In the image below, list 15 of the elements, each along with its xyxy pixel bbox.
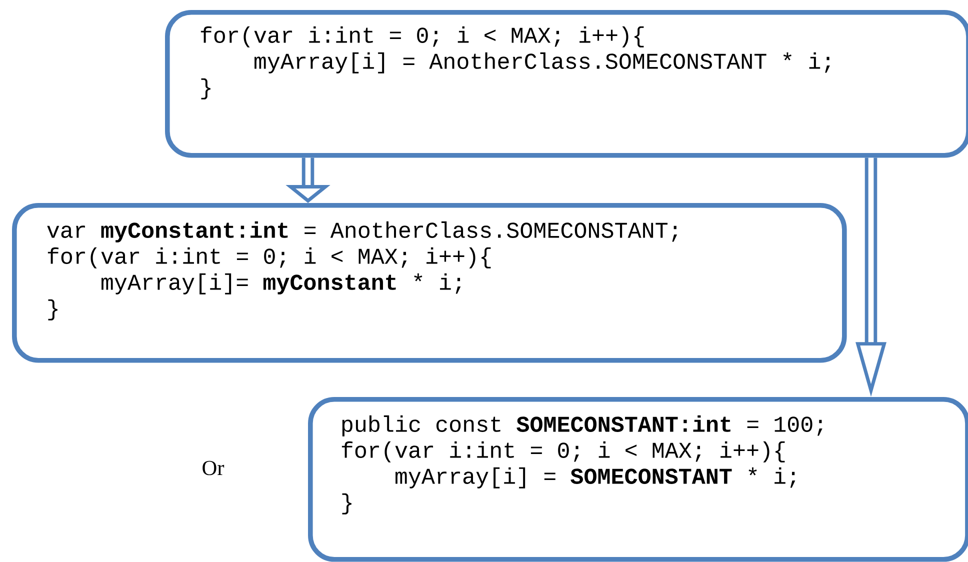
code-line: for(var i:int = 0; i < MAX; i++){ bbox=[342, 441, 785, 462]
code-box bbox=[308, 397, 968, 562]
code-line: myArray[i]= myConstant* i; bbox=[102, 273, 461, 294]
code-line: myArray[i] = AnotherClass.SOMECONSTANT * i; bbox=[254, 52, 830, 74]
code-line: } bbox=[342, 493, 352, 514]
code-line: public const SOMECONSTANT:int = 100; bbox=[342, 415, 822, 436]
code-box bbox=[12, 203, 847, 363]
code-line: for(var i:int = 0; i < MAX; i++){ bbox=[48, 247, 491, 268]
code-box bbox=[165, 10, 968, 158]
code-line: var myConstant:int = AnotherClass.SOMECONSTANT; bbox=[47, 221, 678, 242]
code-line: } bbox=[201, 78, 210, 100]
or-label: Or bbox=[202, 460, 224, 476]
code-line: for(var i:int = 0; i < MAX; i++){ bbox=[200, 26, 644, 48]
code-line: } bbox=[48, 299, 58, 320]
code-line: myArray[i] = SOMECONSTANT* i; bbox=[396, 467, 796, 488]
